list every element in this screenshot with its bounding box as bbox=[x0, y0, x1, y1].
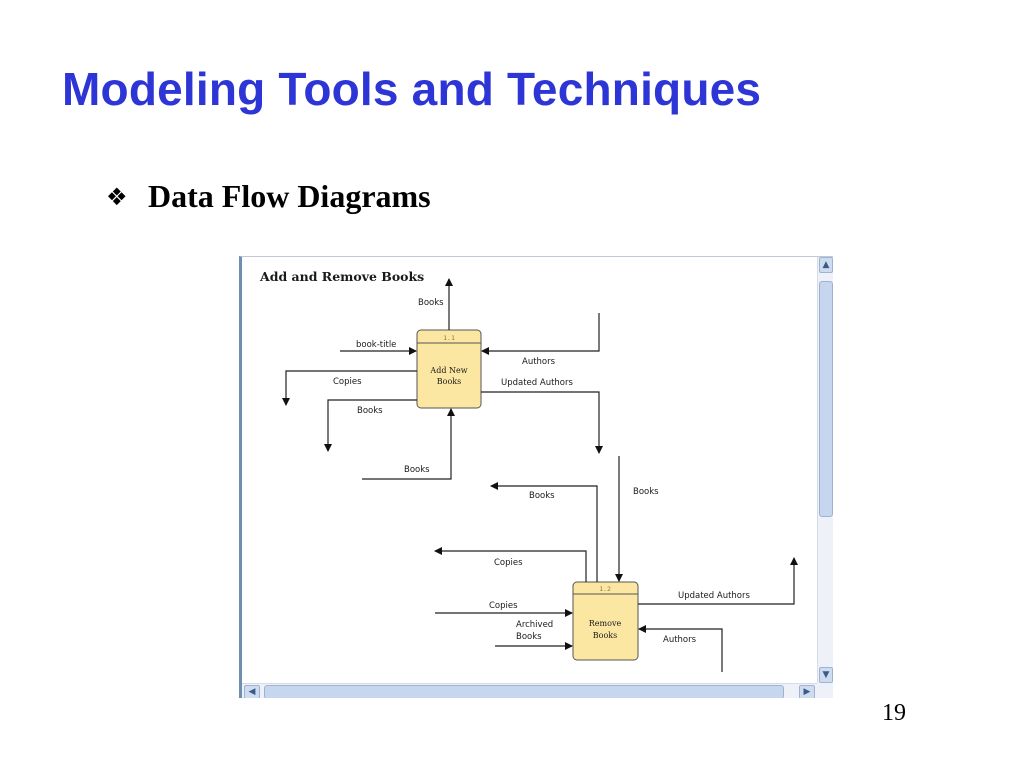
flow-label: Copies bbox=[333, 377, 362, 387]
process-id: 1.1 bbox=[443, 334, 455, 342]
horizontal-scroll-thumb[interactable] bbox=[264, 685, 784, 698]
flow-label: Archived bbox=[516, 620, 553, 630]
diagram-viewer-window: Add and Remove Books 1.1 Add New Books 1… bbox=[239, 256, 833, 698]
flow-label: Books bbox=[633, 487, 659, 497]
flow-label: Copies bbox=[489, 601, 518, 611]
flow-label: Books bbox=[357, 406, 383, 416]
vertical-scroll-thumb[interactable] bbox=[819, 281, 833, 517]
vertical-scrollbar[interactable]: ▲ ▼ bbox=[817, 257, 833, 683]
flow-updated-authors-out-1-2 bbox=[638, 557, 798, 605]
flow-authors-in-1-2 bbox=[638, 625, 723, 672]
process-name-line1: Add New bbox=[429, 366, 467, 375]
process-id: 1.2 bbox=[599, 585, 611, 593]
flow-label: Copies bbox=[494, 558, 523, 568]
flow-label: Books bbox=[404, 465, 430, 475]
scrollbar-corner bbox=[817, 683, 833, 698]
process-add-new-books: 1.1 Add New Books bbox=[416, 329, 482, 409]
flow-label: Books bbox=[418, 298, 444, 308]
flow-label: Books bbox=[516, 632, 542, 642]
flow-label: Books bbox=[529, 491, 555, 501]
page-number: 19 bbox=[882, 700, 906, 726]
flow-label: Authors bbox=[522, 357, 556, 367]
four-diamond-bullet-icon: ❖ bbox=[106, 182, 128, 211]
flow-books-out-1-2 bbox=[490, 482, 598, 582]
chevron-right-icon[interactable]: ▶ bbox=[799, 685, 815, 698]
flow-label: Updated Authors bbox=[501, 378, 573, 388]
flow-books-out-left bbox=[324, 399, 417, 452]
flow-copies-out bbox=[282, 370, 417, 406]
process-remove-books: 1.2 Remove Books bbox=[572, 581, 639, 661]
horizontal-scrollbar[interactable]: ◀ ▶ bbox=[242, 683, 817, 698]
process-name-line1: Remove bbox=[589, 619, 622, 628]
bullet-text: Data Flow Diagrams bbox=[148, 178, 431, 214]
slide-title: Modeling Tools and Techniques bbox=[62, 63, 762, 115]
diagram-canvas: Add and Remove Books 1.1 Add New Books 1… bbox=[242, 257, 815, 683]
chevron-left-icon[interactable]: ◀ bbox=[244, 685, 260, 698]
process-name-line2: Books bbox=[593, 631, 617, 640]
flow-updated-authors-out bbox=[481, 391, 603, 454]
chevron-up-icon[interactable]: ▲ bbox=[819, 257, 833, 273]
bullet-item: ❖ Data Flow Diagrams bbox=[106, 178, 431, 215]
chevron-down-icon[interactable]: ▼ bbox=[819, 667, 833, 683]
flow-label: book-title bbox=[356, 340, 396, 350]
flow-label: Updated Authors bbox=[678, 591, 750, 601]
diagram-title: Add and Remove Books bbox=[259, 269, 424, 284]
flow-authors-in bbox=[481, 313, 600, 355]
process-name-line2: Books bbox=[437, 377, 461, 386]
flow-books-in bbox=[362, 408, 455, 480]
flow-label: Authors bbox=[663, 635, 697, 645]
flow-copies-out-1-2 bbox=[434, 547, 587, 582]
